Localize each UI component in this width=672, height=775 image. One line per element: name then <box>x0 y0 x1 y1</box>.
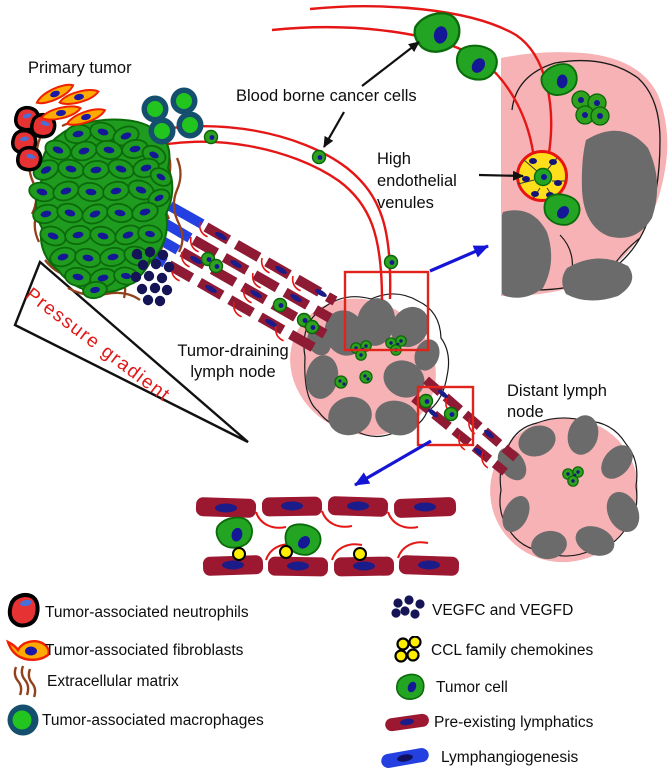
hev-label: High endothelial venules <box>377 150 457 212</box>
legend-label-fibroblasts: Tumor-associated fibroblasts <box>45 642 244 659</box>
tumor-associated-macrophages <box>141 87 204 145</box>
primary-tumor-mass <box>28 118 174 300</box>
lymphatic-zoom-view <box>195 496 460 577</box>
ccl-chemokines-zoom <box>232 545 367 561</box>
zoom-rectangle-hev <box>343 270 430 352</box>
tumor-cell-icon <box>395 673 425 700</box>
zoom-rectangle-vessel <box>416 385 475 447</box>
inset-tumor-cells <box>536 58 610 230</box>
legend-label-macrophages: Tumor-associated macrophages <box>42 712 264 729</box>
distant-lymph-node <box>490 415 640 563</box>
annotation-arrow-hev <box>478 170 524 181</box>
blood-vessel2-upper-wall <box>142 124 392 300</box>
vegf-molecules <box>130 246 175 307</box>
ccl-icon <box>394 636 422 663</box>
annotation-arrow-upper-cell <box>361 41 420 87</box>
legend-label-pre-existing: Pre-existing lymphatics <box>434 714 594 731</box>
tumor-associated-fibroblasts <box>35 83 107 126</box>
legend-label-lymphangiogenesis: Lymphangiogenesis <box>441 749 579 766</box>
legend-label-ecm: Extracellular matrix <box>47 673 179 690</box>
fibroblast-icon <box>5 639 50 661</box>
tumor-associated-neutrophils <box>11 105 57 172</box>
tumor-draining-lymph-node <box>290 293 450 438</box>
follicles <box>305 298 440 436</box>
high-endothelial-venule <box>516 150 568 202</box>
inset-follicle <box>562 258 633 301</box>
legend-label-neutrophils: Tumor-associated neutrophils <box>45 604 249 621</box>
inset-follicle <box>581 130 658 238</box>
legend-label-tumor-cell: Tumor cell <box>436 679 508 696</box>
zoom-arrow-to-vessel-view <box>354 439 432 487</box>
blood-borne-cancer-cells-label: Blood borne cancer cells <box>236 87 417 105</box>
inset-follicle <box>502 210 552 298</box>
tumor-cells <box>28 121 173 300</box>
legend-label-vegf: VEGFC and VEGFD <box>432 602 574 619</box>
macrophage-icon <box>7 704 39 736</box>
lymphatic-vessels-node-to-distant <box>411 376 519 476</box>
zoom-arrow-to-inset <box>429 244 489 273</box>
blood-vessel2-lower-wall <box>141 140 384 301</box>
vegf-icon <box>391 595 425 619</box>
lymphangiogenesis-icon <box>381 748 429 768</box>
pressure-gradient-wedge <box>13 259 249 444</box>
neutrophil-icon <box>7 593 40 628</box>
distant-lymph-node-label: Distant lymph node <box>507 382 607 421</box>
primary-tumor-label: Primary tumor <box>28 59 132 77</box>
blood-vessel-upper-wall <box>309 5 553 154</box>
tumor-draining-lymph-node-label: Tumor-draining lymph node <box>177 342 289 381</box>
ecm-icon <box>13 665 37 698</box>
legend-label-ccl: CCL family chemokines <box>431 642 594 659</box>
inset-lymph-node-cortex <box>501 52 668 301</box>
pre-existing-lymphatics-icon <box>385 713 429 732</box>
annotation-arrow-lower-cell <box>323 111 345 148</box>
node-tumor-cell-clusters <box>334 335 584 487</box>
endothelial-nuclei <box>215 501 440 571</box>
